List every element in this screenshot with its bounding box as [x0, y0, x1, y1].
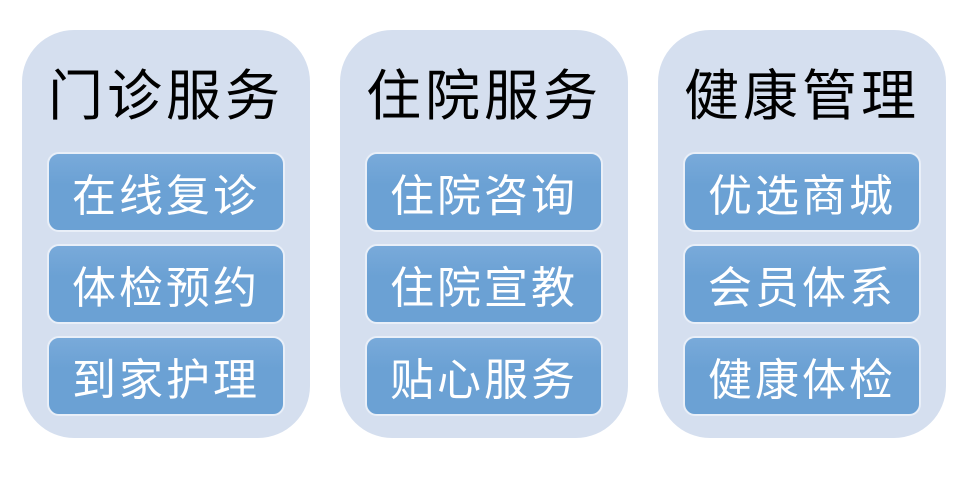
- button-membership-system[interactable]: 会员体系: [683, 244, 921, 324]
- card-title-health-management: 健康管理: [683, 66, 920, 127]
- card-outpatient-services: 门诊服务 在线复诊 体检预约 到家护理: [22, 30, 310, 438]
- card-inpatient-services: 住院服务 住院咨询 住院宣教 贴心服务: [340, 30, 628, 438]
- button-stack-health-management: 优选商城 会员体系 健康体检: [658, 152, 946, 416]
- button-checkup-appointment[interactable]: 体检预约: [47, 244, 285, 324]
- button-preferred-mall[interactable]: 优选商城: [683, 152, 921, 232]
- service-panels: 门诊服务 在线复诊 体检预约 到家护理 住院服务 住院咨询 住院宣教 贴心服务 …: [22, 30, 946, 438]
- button-caring-service[interactable]: 贴心服务: [365, 336, 603, 416]
- button-stack-inpatient: 住院咨询 住院宣教 贴心服务: [340, 152, 628, 416]
- button-home-nursing[interactable]: 到家护理: [47, 336, 285, 416]
- card-title-inpatient: 住院服务: [365, 66, 602, 127]
- button-online-follow-up[interactable]: 在线复诊: [47, 152, 285, 232]
- card-title-outpatient: 门诊服务: [47, 66, 284, 127]
- card-health-management: 健康管理 优选商城 会员体系 健康体检: [658, 30, 946, 438]
- button-hospitalization-consult[interactable]: 住院咨询: [365, 152, 603, 232]
- button-stack-outpatient: 在线复诊 体检预约 到家护理: [22, 152, 310, 416]
- button-hospitalization-education[interactable]: 住院宣教: [365, 244, 603, 324]
- button-health-checkup[interactable]: 健康体检: [683, 336, 921, 416]
